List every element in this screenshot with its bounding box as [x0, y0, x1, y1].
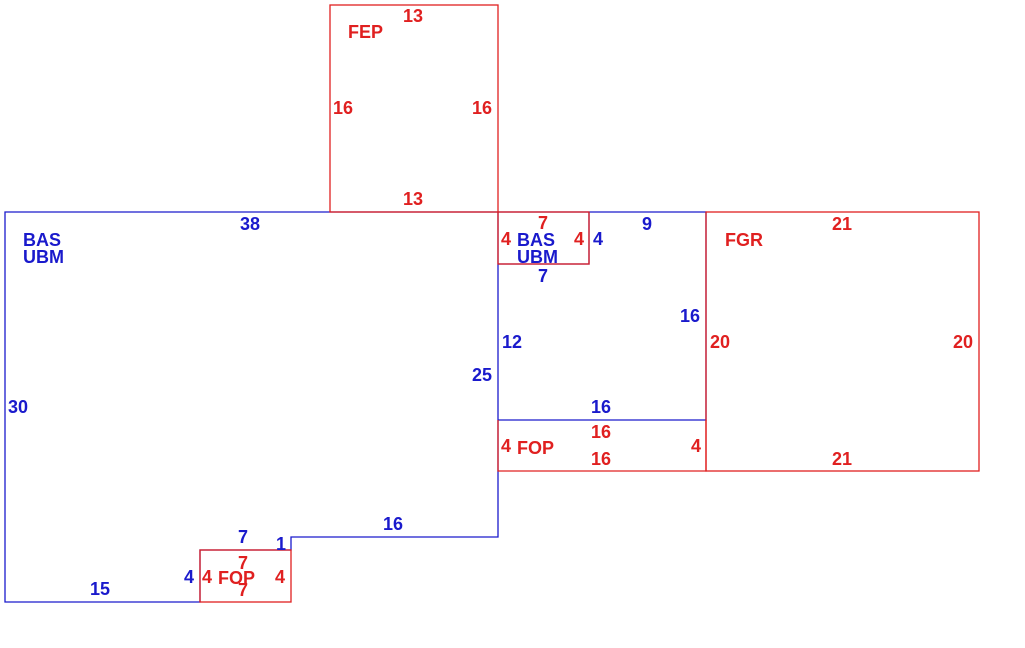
dim-fop-bottom-top: 7 [238, 553, 248, 573]
dim-right-block-right: 16 [680, 306, 700, 326]
dim-fep-bottom: 13 [403, 189, 423, 209]
dim-fep-top: 13 [403, 6, 423, 26]
dim-upper-red-left: 4 [501, 229, 511, 249]
ubm-small-label: UBM [517, 247, 558, 267]
dim-fop-bottom-left: 4 [202, 567, 212, 587]
dim-bas-notch-side: 4 [184, 567, 194, 587]
bas-main-label: BAS [23, 230, 61, 250]
dim-right-block-bottom: 16 [591, 397, 611, 417]
dim-fgr-bottom: 21 [832, 449, 852, 469]
dim-bas-left: 30 [8, 397, 28, 417]
dim-fgr-right: 20 [953, 332, 973, 352]
fop-bottom-outline [199, 549, 292, 603]
bas-small-label: BAS [517, 230, 555, 250]
dim-fgr-left: 20 [710, 332, 730, 352]
dim-upper-red-right: 4 [574, 229, 584, 249]
dim-right-block-top: 9 [642, 214, 652, 234]
dim-bas-lower-right: 16 [383, 514, 403, 534]
fop-bottom-label: FOP [218, 568, 255, 588]
dim-bas-right: 25 [472, 365, 492, 385]
fgr-outline [705, 211, 980, 472]
upper-red-outline [497, 211, 590, 265]
ubm-main-label: UBM [23, 247, 64, 267]
dim-fep-left: 16 [333, 98, 353, 118]
dim-upper-blue-bottom: 7 [538, 266, 548, 286]
dim-fep-right: 16 [472, 98, 492, 118]
dim-bas-notch-top: 7 [238, 527, 248, 547]
dim-fop-right-right: 4 [691, 436, 701, 456]
dim-fop-bottom-right: 4 [275, 567, 285, 587]
dim-bas-bottom: 15 [90, 579, 110, 599]
dim-fop-right-bottom: 16 [591, 449, 611, 469]
dim-bas-top: 38 [240, 214, 260, 234]
non-living-area-outlines [199, 4, 980, 603]
dim-right-block-left: 12 [502, 332, 522, 352]
dim-fop-right-left: 4 [501, 436, 511, 456]
bas-main-outline [4, 211, 499, 603]
fgr-label: FGR [725, 230, 763, 250]
fep-outline [329, 4, 499, 213]
dim-fgr-top: 21 [832, 214, 852, 234]
dim-upper-red-top: 7 [538, 213, 548, 233]
dim-fop-bottom-bottom: 7 [238, 580, 248, 600]
dim-upper-blue-right: 4 [593, 229, 603, 249]
fep-label: FEP [348, 22, 383, 42]
dim-bas-notch-step: 1 [276, 534, 286, 554]
dim-fop-right-top: 16 [591, 422, 611, 442]
fop-right-label: FOP [517, 438, 554, 458]
